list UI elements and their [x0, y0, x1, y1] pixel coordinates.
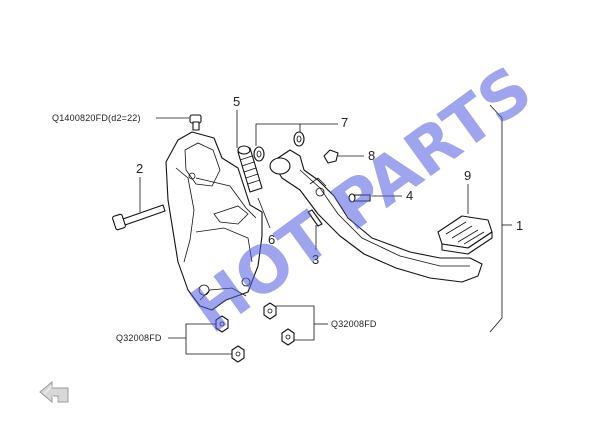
pedal-pad-9 — [437, 215, 493, 255]
part-number-3: 3 — [312, 252, 319, 267]
assembly-bracket-1 — [489, 104, 503, 333]
back-arrow-icon[interactable] — [39, 380, 69, 404]
top-bolt — [189, 114, 202, 131]
pin-3 — [307, 209, 323, 227]
leader-line-nut-right — [276, 305, 315, 341]
nut-left-bottom — [231, 345, 245, 363]
part-number-4: 4 — [406, 188, 413, 203]
leader-line-nut-left — [185, 323, 232, 355]
bolt-code-label: Q1400820FD(d2=22) — [52, 113, 141, 123]
part-number-7: 7 — [341, 115, 348, 130]
part-number-5: 5 — [233, 94, 240, 109]
clip-8 — [323, 149, 339, 164]
leader-line-7 — [255, 123, 338, 146]
return-spring-5 — [237, 145, 263, 193]
part-number-6: 6 — [268, 232, 275, 247]
washer-pair-7 — [253, 131, 305, 162]
part-number-8: 8 — [368, 148, 375, 163]
part-number-9: 9 — [464, 168, 471, 183]
leader-line-6 — [257, 197, 271, 229]
pin-4 — [348, 193, 371, 203]
part-number-1: 1 — [516, 218, 523, 233]
nut-right-bottom — [281, 328, 295, 346]
nut-code-label-left: Q32008FD — [116, 333, 162, 343]
brake-pedal-arm — [269, 149, 483, 283]
pedal-support-bracket — [165, 131, 263, 311]
nut-left-top — [215, 315, 229, 333]
part-number-2: 2 — [136, 161, 143, 176]
nut-code-label-right: Q32008FD — [331, 319, 377, 329]
nut-right-top — [263, 302, 277, 320]
pivot-bolt-2 — [112, 204, 166, 231]
